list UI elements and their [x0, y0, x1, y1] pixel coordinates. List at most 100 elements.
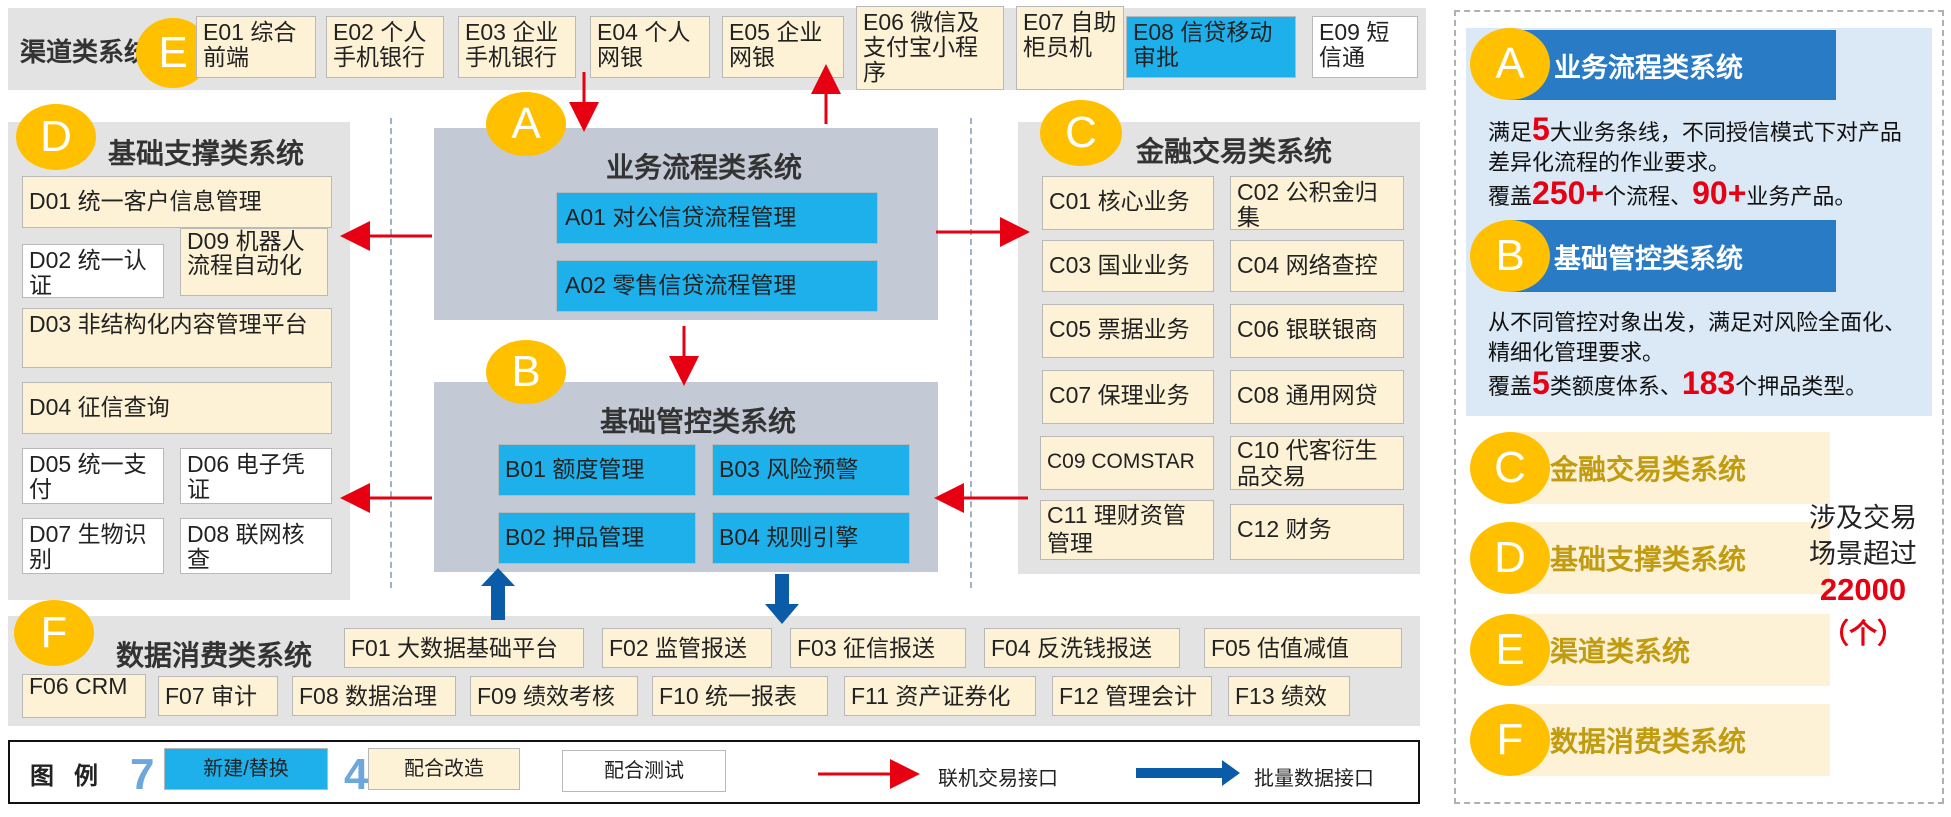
data-item-f09: F09 绩效考核	[470, 676, 638, 716]
channel-item-e03: E03 企业手机银行	[458, 16, 576, 78]
support-item-d02: D02 统一认证	[22, 244, 164, 298]
legend-online-label: 联机交易接口	[938, 768, 1058, 790]
business-process-badge: A	[486, 92, 566, 156]
batch-arrow-up	[481, 568, 515, 620]
financial-item-c12: C12 财务	[1230, 504, 1404, 560]
control-item-b03: B03 风险预警	[712, 444, 910, 496]
scenario-unit: （个）	[1820, 618, 1905, 649]
support-item-d06: D06 电子凭证	[180, 448, 332, 504]
channel-item-e09: E09 短信通	[1312, 16, 1418, 78]
legend-blue-arrow	[1136, 760, 1240, 786]
process-item-a02: A02 零售信贷流程管理	[556, 260, 878, 312]
legend-batch-label: 批量数据接口	[1254, 768, 1374, 790]
summary-f-badge: F	[1470, 704, 1550, 776]
data-item-f04: F04 反洗钱报送	[984, 628, 1180, 668]
right-summary-panel	[1454, 10, 1944, 804]
summary-b-num-quota: 5	[1532, 365, 1550, 401]
summary-f-title: 数据消费类系统	[1550, 726, 1747, 757]
channel-item-e02: E02 个人手机银行	[326, 16, 444, 78]
financial-item-c02: C02 公积金归集	[1230, 176, 1404, 230]
data-item-f05: F05 估值减值	[1204, 628, 1402, 668]
support-item-d09: D09 机器人流程自动化	[180, 228, 328, 296]
support-item-d07: D07 生物识别	[22, 518, 164, 574]
channel-item-e08: E08 信贷移动审批	[1126, 16, 1296, 78]
summary-a-num-lines: 5	[1532, 111, 1550, 147]
financial-item-c09: C09 COMSTAR	[1040, 436, 1214, 490]
financial-item-c01: C01 核心业务	[1042, 176, 1214, 230]
data-item-f10: F10 统一报表	[652, 676, 828, 716]
summary-c-title: 金融交易类系统	[1550, 454, 1747, 485]
financial-item-c03: C03 国业业务	[1042, 240, 1214, 292]
legend-box	[8, 740, 1420, 804]
channel-item-e04: E04 个人网银	[590, 16, 710, 78]
business-process-title: 业务流程类系统	[606, 152, 803, 183]
data-item-f12: F12 管理会计	[1052, 676, 1212, 716]
control-item-b04: B04 规则引擎	[712, 512, 910, 564]
support-item-d04: D04 征信查询	[22, 382, 332, 434]
summary-a-badge: A	[1470, 28, 1550, 100]
basic-support-badge: D	[16, 104, 96, 170]
summary-e-header: 渠道类系统	[1510, 614, 1830, 686]
financial-item-c08: C08 通用网贷	[1230, 370, 1404, 424]
financial-item-c11: C11 理财资管管理	[1040, 500, 1214, 560]
basic-support-title: 基础支撑类系统	[108, 138, 305, 169]
dashed-divider-right	[970, 118, 972, 588]
summary-e-badge: E	[1470, 614, 1550, 686]
summary-b-title: 基础管控类系统	[1554, 243, 1743, 274]
summary-a-text: 满足5大业务条线，不同授信模式下对产品差异化流程的作业要求。 覆盖250+个流程…	[1488, 111, 1902, 211]
support-item-d01: D01 统一客户信息管理	[22, 176, 332, 228]
data-item-f11: F11 资产证券化	[844, 676, 1036, 716]
legend-title: 图 例	[30, 763, 99, 790]
channel-item-e01: E01 综合前端	[196, 16, 316, 78]
summary-d-badge: D	[1470, 522, 1550, 594]
data-item-f01: F01 大数据基础平台	[344, 628, 584, 668]
summary-d-header: 基础支撑类系统	[1510, 522, 1830, 594]
legend-modify-swatch: 配合改造	[368, 748, 520, 790]
batch-arrow-down	[765, 574, 799, 624]
summary-b-header: 基础管控类系统	[1510, 220, 1836, 292]
financial-badge: C	[1040, 100, 1122, 166]
summary-a-num-flows: 250+	[1532, 175, 1605, 211]
legend-test-swatch: 配合测试	[562, 750, 726, 792]
process-item-a01: A01 对公信贷流程管理	[556, 192, 878, 244]
summary-d-title: 基础支撑类系统	[1550, 544, 1747, 575]
financial-title: 金融交易类系统	[1136, 136, 1333, 167]
basic-control-title: 基础管控类系统	[600, 406, 797, 437]
summary-b-text: 从不同管控对象出发，满足对风险全面化、精细化管理要求。 覆盖5类额度体系、183…	[1488, 310, 1907, 401]
summary-b-badge: B	[1470, 220, 1550, 292]
data-consumption-badge: F	[14, 600, 94, 666]
data-item-f13: F13 绩效	[1228, 676, 1350, 716]
channel-item-e06: E06 微信及支付宝小程序	[856, 6, 1004, 90]
financial-item-c06: C06 银联银商	[1230, 304, 1404, 358]
basic-control-badge: B	[486, 340, 566, 404]
data-item-f06: F06 CRM	[22, 674, 146, 718]
scenario-text: 涉及交易场景超过	[1809, 503, 1917, 569]
financial-item-c07: C07 保理业务	[1042, 370, 1214, 424]
legend-new-swatch: 新建/替换	[164, 748, 328, 790]
dashed-divider-left	[390, 118, 392, 588]
summary-c-badge: C	[1470, 432, 1550, 504]
summary-e-title: 渠道类系统	[1550, 636, 1691, 667]
summary-a-num-products: 90+	[1692, 175, 1747, 211]
channel-title: 渠道类系统	[20, 37, 151, 67]
control-item-b01: B01 额度管理	[498, 444, 696, 496]
data-item-f03: F03 征信报送	[790, 628, 966, 668]
data-consumption-title: 数据消费类系统	[116, 640, 313, 671]
channel-item-e07: E07 自助柜员机	[1016, 6, 1124, 90]
financial-item-c10: C10 代客衍生品交易	[1230, 436, 1404, 490]
legend-new-count: 7	[130, 750, 155, 799]
summary-a-header: 业务流程类系统	[1510, 30, 1836, 100]
summary-a-title: 业务流程类系统	[1554, 52, 1743, 83]
data-item-f07: F07 审计	[158, 676, 278, 716]
financial-item-c05: C05 票据业务	[1042, 304, 1214, 358]
summary-b-num-collateral: 183	[1681, 365, 1736, 401]
support-item-d05: D05 统一支付	[22, 448, 164, 504]
data-item-f02: F02 监管报送	[602, 628, 772, 668]
support-item-d08: D08 联网核查	[180, 518, 332, 574]
summary-c-header: 金融交易类系统	[1510, 432, 1830, 504]
financial-item-c04: C04 网络查控	[1230, 240, 1404, 292]
scenario-number: 22000	[1819, 572, 1907, 607]
summary-f-header: 数据消费类系统	[1510, 704, 1830, 776]
data-item-f08: F08 数据治理	[292, 676, 456, 716]
